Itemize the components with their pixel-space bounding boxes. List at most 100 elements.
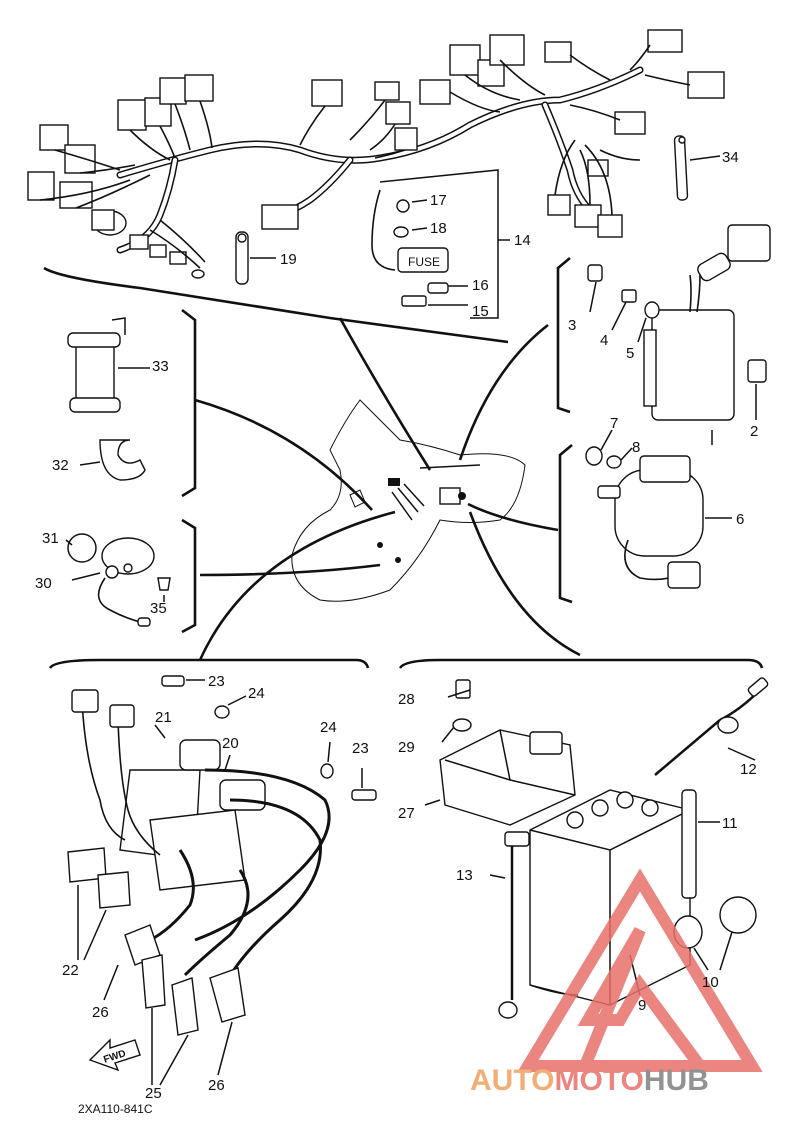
nut-7 [585, 446, 603, 466]
connector-block [91, 209, 115, 231]
watermark-hub: HUB [644, 1064, 709, 1097]
callout-28: 28 [398, 691, 415, 708]
connector-block [614, 111, 646, 135]
callout-23a: 23 [208, 673, 225, 690]
callout-2: 2 [750, 423, 758, 440]
callout-13: 13 [456, 867, 473, 884]
bolt-3 [587, 264, 603, 282]
callout-23b: 23 [352, 740, 369, 757]
plug-cap-26 [209, 967, 246, 1023]
harness-group-border [43, 266, 509, 344]
callout-25: 25 [145, 1085, 162, 1102]
watermark-auto: AUTO [470, 1064, 554, 1097]
callout-15: 15 [472, 303, 489, 320]
callout-33: 33 [152, 358, 169, 375]
battery-group [398, 658, 769, 1019]
fuse-box-label: FUSE [408, 255, 440, 269]
bullet-terminal [191, 269, 205, 279]
relay-connector [667, 561, 701, 589]
watermark-moto: MOTO [554, 1064, 643, 1097]
motorcycle-outline [291, 399, 526, 602]
connector-block [129, 234, 149, 250]
callout-24b: 24 [320, 719, 337, 736]
fuse [401, 295, 427, 307]
callout-29: 29 [398, 739, 415, 756]
connector-block [64, 144, 96, 174]
connector-block [574, 204, 602, 228]
leader-lines [194, 317, 581, 661]
callout-30: 30 [35, 575, 52, 592]
coil-connector [109, 704, 135, 728]
connector-block [169, 251, 187, 265]
rectifier-group-bracket [556, 257, 571, 414]
watermark-text: AUTOMOTOHUB [470, 1064, 709, 1097]
callout-27: 27 [398, 805, 415, 822]
ignition-coil-20 [149, 809, 246, 891]
wire-harness-group [27, 29, 725, 344]
connector-block [149, 244, 167, 258]
callout-5: 5 [626, 345, 634, 362]
rectifier-group [556, 224, 771, 445]
connector-block [27, 171, 55, 201]
callout-7: 7 [610, 415, 618, 432]
holder-group [67, 308, 197, 498]
connector-block [385, 101, 411, 125]
bolt-23 [161, 675, 185, 687]
connector-block [489, 34, 525, 66]
relay-group [558, 429, 732, 604]
cable-terminal [498, 1001, 518, 1019]
washer-24 [214, 705, 230, 719]
clamp-32 [99, 439, 146, 481]
fuse-spare [427, 282, 449, 294]
watermark-triangle-icon [517, 868, 763, 1072]
sensor-30 [101, 537, 155, 575]
callout-10: 10 [702, 974, 719, 991]
connector-block [449, 44, 481, 76]
connector-block [547, 194, 571, 216]
connector-block [544, 41, 572, 63]
callout-14: 14 [514, 232, 531, 249]
callout-6: 6 [736, 511, 744, 528]
connector-block [159, 77, 187, 105]
callout-18: 18 [430, 220, 447, 237]
fuse-washer [393, 226, 409, 238]
callout-32: 32 [52, 457, 69, 474]
plug-cap-25 [141, 954, 166, 1009]
rectifier-fins [643, 329, 657, 407]
rectifier-regulator [651, 309, 735, 421]
bolt-23 [351, 789, 377, 801]
sensor-group-bracket [181, 518, 197, 634]
fuse-box [397, 247, 449, 273]
clip-2 [747, 359, 767, 383]
callout-8: 8 [632, 439, 640, 456]
callout-22: 22 [62, 962, 79, 979]
ignition-group-bracket [48, 658, 370, 669]
connector-block [647, 29, 683, 53]
callout-26a: 26 [92, 1004, 109, 1021]
washer-8 [606, 455, 622, 469]
ignition-group: FWD [48, 658, 377, 1086]
watermark: AUTOMOTOHUB [470, 868, 763, 1097]
breather-tube [681, 789, 697, 899]
relay-group-bracket [558, 444, 573, 604]
callout-35: 35 [150, 600, 167, 617]
callout-24a: 24 [248, 685, 265, 702]
fuse-screw [396, 199, 410, 213]
damper [719, 896, 757, 934]
callout-21: 21 [155, 709, 172, 726]
callout-19: 19 [280, 251, 297, 268]
callout-11: 11 [722, 815, 738, 832]
callout-17: 17 [430, 192, 447, 209]
washer-4 [621, 289, 637, 303]
callout-34: 34 [722, 149, 739, 166]
connector-block [184, 74, 214, 102]
diagram-code: 2XA110-841C [78, 1102, 153, 1116]
regulator-connector [727, 224, 771, 262]
bolt-28 [455, 679, 471, 699]
connector-block [311, 79, 343, 107]
fuse-group: FUSE [371, 169, 510, 319]
connector-block [117, 99, 147, 131]
band-34 [673, 135, 721, 201]
connector-block [419, 79, 451, 105]
